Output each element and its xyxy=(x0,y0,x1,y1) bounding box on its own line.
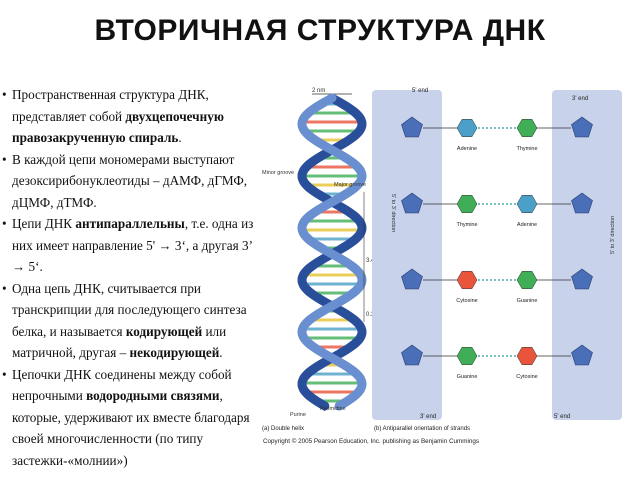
nitrogen-base xyxy=(516,347,538,365)
bullet-item: Одна цепь ДНК, считывается при транскрип… xyxy=(2,278,266,364)
sugar-pentagon xyxy=(401,344,423,366)
left-direction-label: 5' to 3' direction xyxy=(390,194,396,232)
base-label: Cytosine xyxy=(456,298,477,304)
bullet-item: Пространственная структура ДНК, представ… xyxy=(2,84,266,149)
sugar-pentagon xyxy=(571,192,593,214)
sugar-pentagon xyxy=(571,116,593,138)
base-label: Guanine xyxy=(457,374,478,380)
nitrogen-base xyxy=(456,195,478,213)
helix-strands xyxy=(297,93,367,411)
nitrogen-base xyxy=(456,119,478,137)
base-label: Adenine xyxy=(457,146,477,152)
five-end-bottom: 5' end xyxy=(554,414,570,420)
dna-figure: 2 nm Minor groove Major groove 3.4 nm 0.… xyxy=(262,88,622,432)
three-end-bottom: 3' end xyxy=(420,414,436,420)
helix-caption: (a) Double helix xyxy=(262,426,304,432)
nitrogen-base xyxy=(456,347,478,365)
nitrogen-base xyxy=(516,195,538,213)
base-label: Cytosine xyxy=(516,374,537,380)
sugar-pentagon xyxy=(571,344,593,366)
antiparallel-panel: 5' end 3' end 3' end 5' end 5' to 3' dir… xyxy=(372,88,622,432)
sugar-pentagon xyxy=(401,268,423,290)
nitrogen-base xyxy=(516,271,538,289)
width-label: 2 nm xyxy=(312,88,325,94)
base-label: Thymine xyxy=(516,146,537,152)
base-label: Guanine xyxy=(517,298,538,304)
major-groove-label: Major groove xyxy=(334,182,366,188)
base-label: Thymine xyxy=(456,222,477,228)
nitrogen-base xyxy=(456,271,478,289)
left-strand-bg xyxy=(372,90,442,420)
antiparallel-caption: (b) Antiparallel orientation of strands xyxy=(374,426,470,432)
copyright-text: Copyright © 2005 Pearson Education, Inc.… xyxy=(263,438,480,445)
sugar-pentagon xyxy=(571,268,593,290)
bullet-list: Пространственная структура ДНК, представ… xyxy=(2,84,266,472)
pyrimidine-label: Pyrimidine xyxy=(320,406,346,412)
minor-groove-label: Minor groove xyxy=(262,170,294,176)
bullet-item: Цепи ДНК антипараллельны, т.е. одна из н… xyxy=(2,213,266,278)
bullet-item: Цепочки ДНК соединены между собой непроч… xyxy=(2,364,266,472)
double-helix-panel: 2 nm Minor groove Major groove 3.4 nm 0.… xyxy=(262,88,388,432)
sugar-pentagon xyxy=(401,116,423,138)
sugar-pentagon xyxy=(401,192,423,214)
nitrogen-base xyxy=(516,119,538,137)
strand-light xyxy=(297,93,367,411)
three-end-top: 3' end xyxy=(572,96,588,102)
bullet-item: В каждой цепи мономерами выступают дезок… xyxy=(2,149,266,214)
slide-title: ВТОРИЧНАЯ СТРУКТУРА ДНК xyxy=(94,14,546,47)
base-label: Adenine xyxy=(517,222,537,228)
five-end-top: 5' end xyxy=(412,88,428,94)
purine-label: Purine xyxy=(290,412,306,418)
right-strand-bg xyxy=(552,90,622,420)
right-direction-label: 5' to 3' direction xyxy=(610,216,616,254)
